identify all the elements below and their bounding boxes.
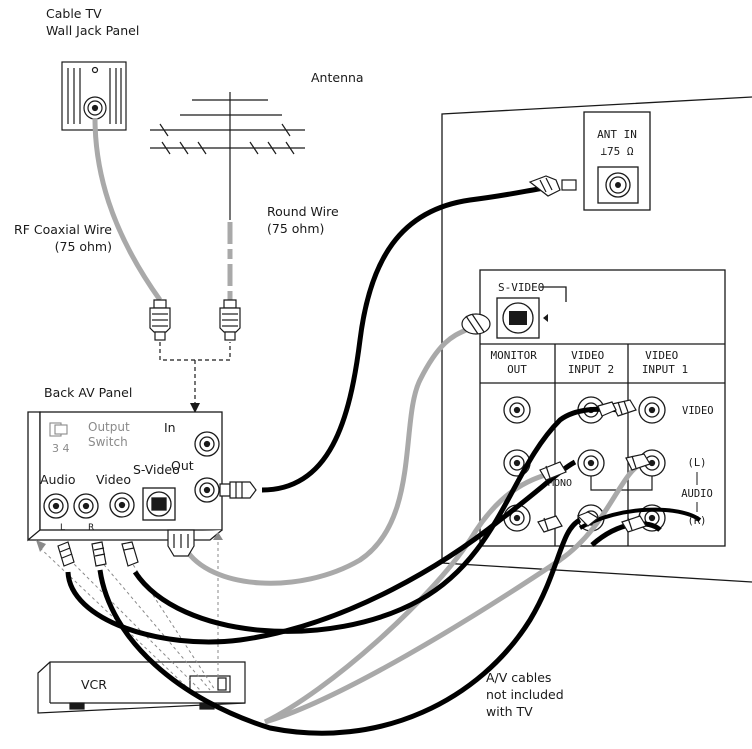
plug-av-video [121, 541, 139, 567]
monitor-out-line2: OUT [507, 363, 527, 376]
monitor-out-video-jack [503, 396, 531, 424]
cable-wall-jack [61, 61, 127, 131]
av-audio-l-jack [43, 493, 69, 519]
plug-av-svideo [167, 529, 195, 557]
tv-svideo-jack [496, 297, 548, 339]
left-label: L [60, 523, 65, 533]
audio-label: Audio [40, 472, 76, 487]
plug-input2-video [597, 401, 617, 417]
tv-audio-r-label: (R) [688, 515, 707, 527]
out-label: Out [171, 458, 194, 473]
svideo-input-label: S-VIDEO [498, 281, 544, 294]
monitor-out-audio-r-jack [503, 504, 531, 532]
mono-label: MONO [548, 478, 572, 489]
rf-coax-label: RF Coaxial Wire (75 ohm) [14, 222, 112, 254]
antenna [150, 92, 305, 220]
channel-numbers: 3 4 [52, 442, 70, 455]
output-switch-line2: Switch [88, 435, 128, 449]
tv-video-label: VIDEO [682, 405, 714, 417]
av-out-f-connector [219, 481, 257, 499]
tv-audio-l-label: (L) [688, 457, 707, 469]
video-input-2-line1: VIDEO [571, 349, 604, 362]
f-connector-right [219, 299, 241, 341]
video-input-1-line1: VIDEO [645, 349, 678, 362]
av-audio-r-jack [73, 493, 99, 519]
arrow-down [190, 403, 200, 413]
back-av-panel-label: Back AV Panel [44, 385, 133, 400]
video-input-2-header: VIDEO INPUT 2 [568, 349, 614, 376]
gray-audio-cable-2 [264, 459, 647, 725]
right-label: R [88, 523, 94, 533]
input2-audio-l-jack [577, 449, 605, 477]
ant-in-label: ANT IN [597, 128, 637, 141]
plug-av-l [57, 541, 75, 567]
svideo-out-label: S-Video [133, 462, 180, 477]
video-input-2-line2: INPUT 2 [568, 363, 614, 376]
vcr [37, 661, 246, 714]
rf-coax-cable [92, 117, 163, 302]
av-video-jack [109, 492, 135, 518]
av-out-jack [194, 477, 220, 503]
av-cables-note: A/V cables not included with TV [486, 670, 564, 719]
plug-av-r [91, 541, 107, 567]
round-wire-label: Round Wire (75 ohm) [267, 204, 339, 236]
f-connector-left [149, 299, 171, 341]
tv-back-panel [441, 96, 752, 583]
vcr-label: VCR [81, 677, 107, 692]
gray-audio-cable-1 [263, 471, 549, 725]
input1-video-jack [638, 396, 666, 424]
av-svideo-jack [142, 487, 176, 521]
video-input-1-line2: INPUT 1 [642, 363, 688, 376]
cable-tv-label: Cable TV Wall Jack Panel [46, 6, 140, 38]
arrow-up-left [36, 540, 46, 552]
tv-rca-plugs [537, 399, 651, 533]
svideo-gray-cable [182, 327, 468, 586]
ant-in-jack: ANT IN ⊥75 Ω [583, 111, 651, 211]
plug-input1-video [611, 399, 637, 417]
tv-column-headers: MONITOR OUT VIDEO INPUT 2 VIDEO INPUT 1 [491, 349, 689, 376]
video-input-1-header: VIDEO INPUT 1 [642, 349, 688, 376]
plug-monitor-r [537, 515, 563, 533]
dashed-join [159, 342, 231, 361]
output-switch-label: Output Switch [88, 420, 134, 449]
plug-input1-audio-r [621, 515, 647, 533]
output-switch-line1: Output [88, 420, 130, 434]
output-switch [49, 422, 68, 437]
black-audio-cable-3 [65, 459, 577, 645]
av-in-jack [194, 431, 220, 457]
tv-f-connector [528, 175, 577, 197]
video-label: Video [96, 472, 131, 487]
ant-in-ohms: ⊥75 Ω [600, 145, 633, 158]
antenna-label: Antenna [311, 70, 364, 85]
tv-audio-label: AUDIO [681, 488, 713, 500]
black-audio-cable-2 [97, 517, 582, 736]
monitor-out-header: MONITOR OUT [491, 349, 544, 376]
plug-input1-audio-l [625, 453, 651, 471]
arrow-up-right [213, 532, 223, 540]
monitor-out-line1: MONITOR [491, 349, 538, 362]
av-bottom-plugs [57, 529, 195, 567]
antenna-out-black-cable [261, 185, 546, 493]
tv-svideo-plug [461, 313, 491, 335]
plug-input2-audio-r [576, 511, 600, 527]
in-label: In [164, 420, 176, 435]
black-audio-cable-1 [132, 406, 626, 634]
plug-monitor-l [539, 461, 567, 481]
